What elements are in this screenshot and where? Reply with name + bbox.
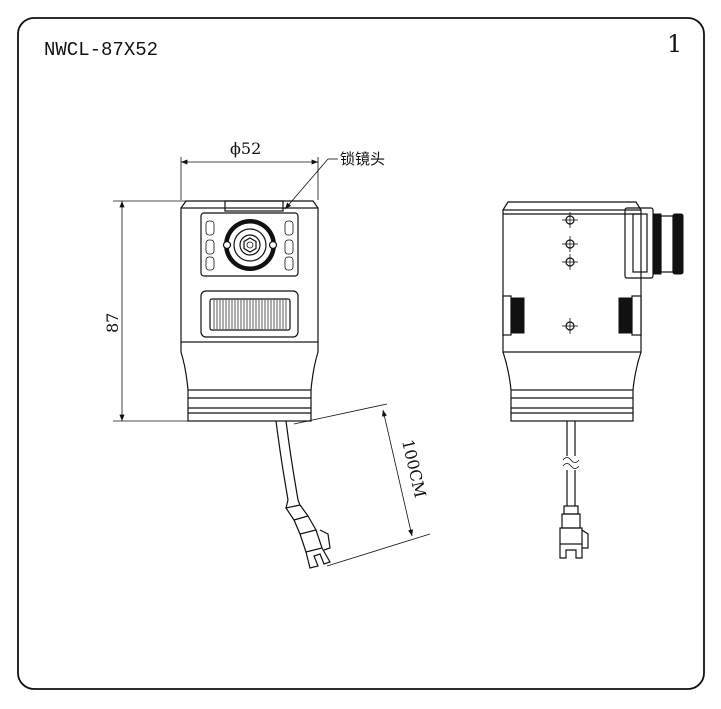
front-mounting-slots [205, 220, 294, 271]
cable-length-dimension: 100CM [293, 403, 431, 567]
side-connector [559, 505, 589, 559]
height-label: 87 [103, 313, 122, 333]
side-taper [502, 351, 512, 391]
side-screw-holes [562, 212, 578, 334]
lock-lens-callout: 锁镜头 [284, 150, 385, 210]
front-grip-window [200, 290, 299, 338]
front-lens-knurl [222, 219, 278, 271]
side-lower-rings [510, 389, 634, 422]
side-cable [562, 421, 580, 506]
lock-lens-label: 锁镜头 [340, 150, 385, 168]
front-lower-rings [187, 389, 312, 422]
side-grip-right [618, 297, 633, 334]
front-lens-plate [200, 212, 299, 277]
side-lens-knob [624, 207, 684, 279]
front-lock-bracket [224, 200, 284, 212]
page-number: 1 [667, 30, 682, 58]
front-top-cap [180, 200, 319, 209]
cable-length-label: 100CM [398, 438, 430, 500]
drawing-frame [17, 17, 705, 690]
front-grip-hatching [213, 300, 287, 329]
front-connector [285, 499, 331, 569]
side-view [502, 201, 684, 559]
side-grip-left [510, 297, 525, 334]
side-top-cap [502, 201, 642, 211]
model-title: NWCL-87X52 [44, 39, 158, 61]
front-upper-body [180, 207, 319, 343]
front-cable [275, 420, 289, 501]
front-diameter-dimension: ϕ52 [180, 139, 319, 200]
front-view [180, 200, 331, 569]
diameter-label: ϕ52 [230, 139, 261, 158]
side-upper-body [502, 209, 642, 353]
front-grip-inner [209, 298, 291, 331]
front-height-dimension: 87 [103, 200, 188, 422]
front-taper [180, 342, 189, 391]
